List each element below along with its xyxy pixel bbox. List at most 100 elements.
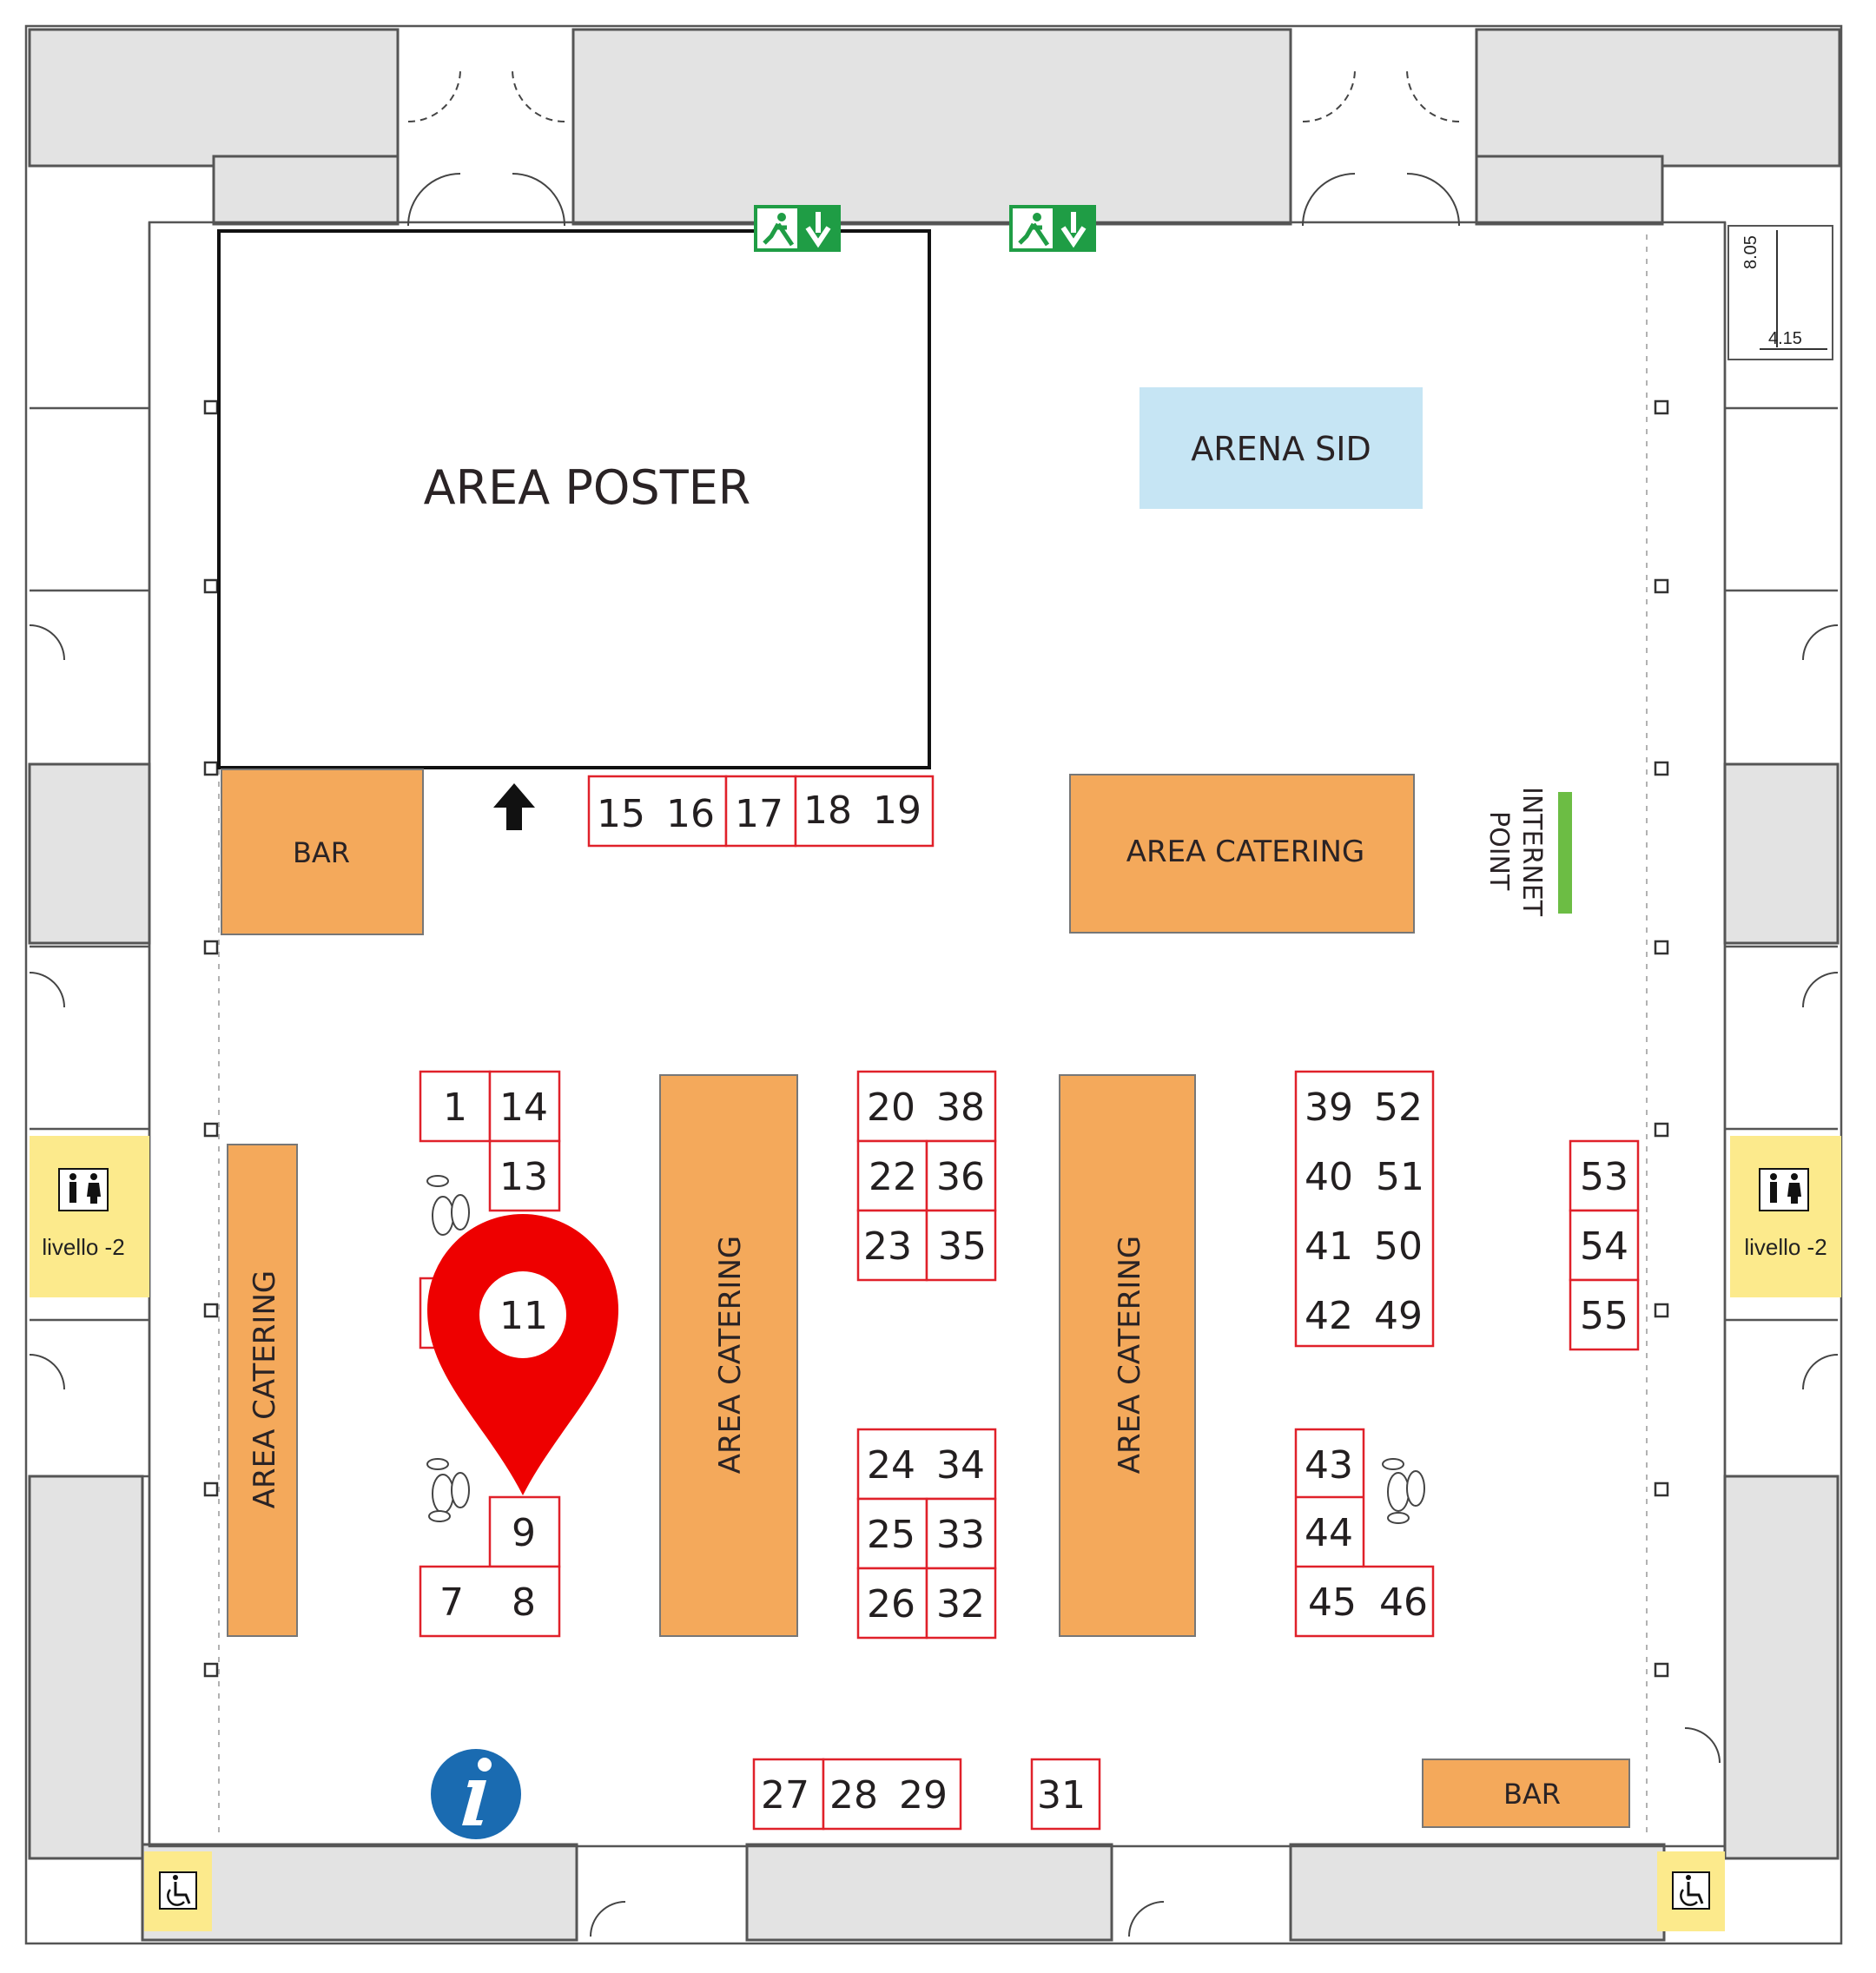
dimension-height: 8.05 (1741, 235, 1760, 269)
booth-18-19[interactable] (794, 775, 935, 848)
booth-55[interactable] (1569, 1278, 1640, 1351)
booth-num: 14 (499, 1085, 548, 1130)
booth-20-38[interactable] (856, 1070, 997, 1143)
restroom-left-label: livello -2 (42, 1234, 124, 1260)
booth-num: 44 (1305, 1511, 1353, 1555)
booth-num: 54 (1580, 1224, 1628, 1269)
booth-num: 50 (1374, 1224, 1423, 1269)
dimension-width: 4.15 (1768, 329, 1802, 348)
booth-num: 7 (439, 1580, 464, 1625)
booth-num: 23 (863, 1224, 912, 1269)
booth-num: 53 (1580, 1155, 1628, 1199)
booth-54[interactable] (1569, 1209, 1640, 1282)
booth-num: 31 (1037, 1773, 1086, 1818)
booth-num: 9 (512, 1511, 536, 1555)
arrow-down-icon (1060, 212, 1087, 248)
booth-num: 24 (867, 1443, 915, 1488)
internet-point-label-1: INTERNET (1516, 787, 1547, 917)
booth-14[interactable] (488, 1070, 561, 1143)
area-catering-mid1[interactable]: AREA CATERING (659, 1074, 798, 1637)
restroom-icon (58, 1168, 109, 1211)
booth-num: 19 (873, 789, 921, 833)
restroom-left[interactable]: livello -2 (30, 1136, 149, 1297)
booth-39-52[interactable] (1294, 1070, 1435, 1348)
area-catering-top[interactable]: AREA CATERING (1069, 774, 1415, 934)
booth-num: 13 (499, 1155, 548, 1199)
doors (29, 69, 1839, 1937)
internet-point-label-2: POINT (1483, 811, 1514, 891)
booth-num: 46 (1379, 1580, 1428, 1625)
booth-17[interactable] (724, 775, 797, 848)
booth-num: 33 (936, 1513, 985, 1557)
area-catering-top-label: AREA CATERING (1126, 835, 1364, 869)
booth-33[interactable] (925, 1497, 997, 1570)
booth-num: 28 (829, 1773, 878, 1818)
outer-outline (24, 24, 1843, 1945)
booth-num: 55 (1580, 1294, 1628, 1338)
info-icon[interactable] (431, 1749, 521, 1839)
emergency-exit-right (1009, 205, 1096, 252)
wheelchair-icon (1680, 1875, 1704, 1906)
pin-booth-label: 11 (499, 1294, 548, 1338)
wheelchair-left (144, 1851, 212, 1931)
area-catering-mid1-label: AREA CATERING (713, 1236, 748, 1474)
booth-num: 41 (1305, 1224, 1353, 1269)
booth-num: 38 (936, 1085, 985, 1130)
booth-num: 27 (761, 1773, 809, 1818)
area-catering-left[interactable]: AREA CATERING (227, 1144, 298, 1637)
arena-sid-label: ARENA SID (1191, 430, 1371, 468)
booth-num: 40 (1305, 1155, 1353, 1199)
booth-num: 39 (1305, 1085, 1353, 1130)
booth-num: 36 (936, 1155, 985, 1199)
booth-num: 32 (936, 1582, 985, 1627)
footprints-icon (426, 1175, 470, 1522)
booth-num: 43 (1305, 1443, 1353, 1488)
emergency-exit-left (754, 205, 841, 252)
columns (203, 399, 1669, 1678)
booth-43-46[interactable] (1294, 1428, 1435, 1638)
internet-point[interactable]: INTERNET POINT (1483, 787, 1572, 917)
booth-31[interactable] (1030, 1758, 1101, 1831)
footprints-icon (1382, 1458, 1425, 1524)
arrow-down-icon (805, 212, 831, 248)
booth-35[interactable] (925, 1209, 997, 1282)
booth-num: 45 (1308, 1580, 1357, 1625)
area-catering-mid2[interactable]: AREA CATERING (1059, 1074, 1196, 1637)
booth-num: 26 (867, 1582, 915, 1627)
booth-num: 25 (867, 1513, 915, 1557)
bar-top[interactable]: BAR (221, 769, 424, 935)
booth-num: 52 (1374, 1085, 1423, 1130)
booths (419, 775, 1640, 1831)
booth-numbers: 15 16 17 18 19 1 14 13 11 9 7 8 20 38 22… (439, 789, 1628, 1818)
bar-bottom-label: BAR (1503, 1778, 1561, 1811)
booth-num: 15 (597, 792, 645, 836)
booth-7-8[interactable] (419, 1565, 561, 1638)
area-catering-mid2-label: AREA CATERING (1113, 1236, 1147, 1474)
building-walls (28, 28, 1841, 1942)
booth-num: 1 (443, 1085, 467, 1130)
bar-bottom[interactable]: BAR (1422, 1759, 1630, 1828)
booth-1[interactable] (419, 1070, 492, 1143)
wheelchair-right (1657, 1851, 1725, 1931)
area-poster[interactable]: AREA POSTER (217, 229, 931, 769)
location-pin-icon[interactable]: 11 (427, 1214, 618, 1495)
booth-53[interactable] (1569, 1139, 1640, 1212)
area-poster-label: AREA POSTER (424, 460, 751, 515)
restroom-right[interactable]: livello -2 (1730, 1136, 1841, 1297)
booth-num: 34 (936, 1443, 985, 1488)
booth-num: 51 (1376, 1155, 1424, 1199)
booth-32[interactable] (925, 1567, 997, 1640)
booth-num: 49 (1374, 1294, 1423, 1338)
booth-num: 16 (666, 792, 715, 836)
booth-13[interactable] (488, 1139, 561, 1212)
arena-sid[interactable]: ARENA SID (1139, 387, 1423, 509)
booth-9[interactable] (488, 1495, 561, 1568)
booth-28-29[interactable] (822, 1758, 962, 1831)
wheelchair-icon (167, 1875, 191, 1906)
dimension-box: 8.05 4.15 (1727, 225, 1833, 360)
booth-num: 17 (735, 792, 783, 836)
booth-num: 22 (869, 1155, 917, 1199)
bar-top-label: BAR (293, 836, 350, 869)
restroom-right-label: livello -2 (1744, 1234, 1826, 1260)
